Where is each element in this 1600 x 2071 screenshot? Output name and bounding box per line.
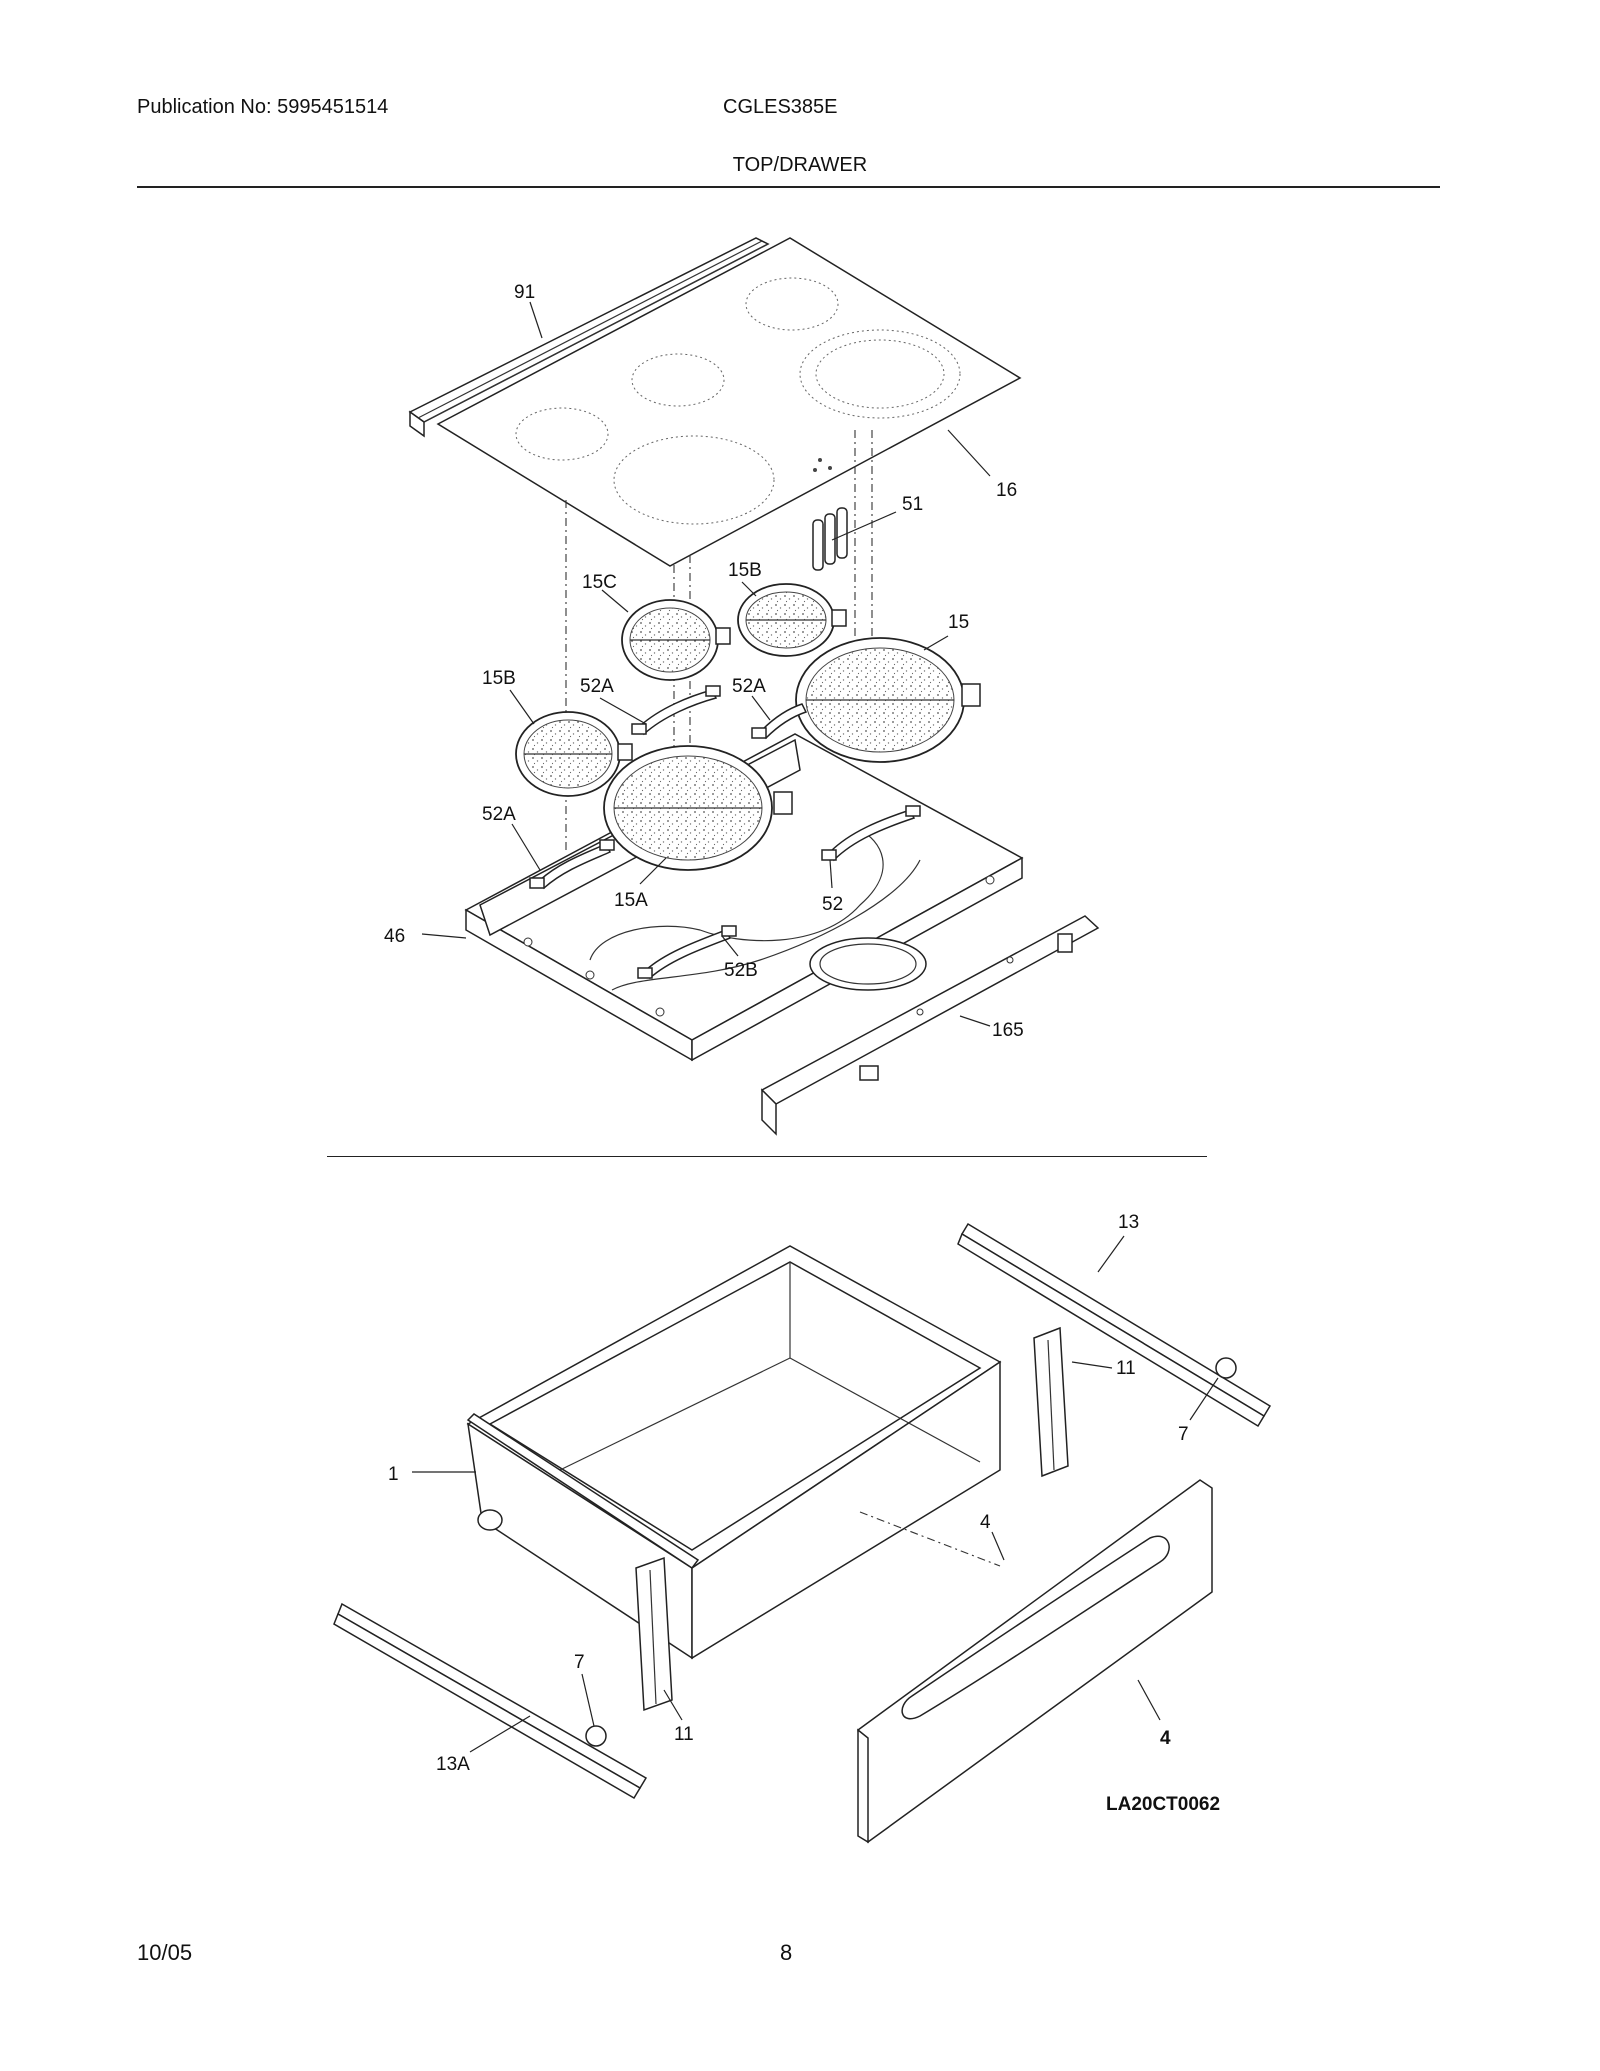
callout-1: 1: [388, 1464, 399, 1485]
callout-46: 46: [384, 926, 405, 947]
callout-7-right: 7: [1178, 1424, 1189, 1445]
rear-trim-strip: [408, 237, 770, 438]
model-number: CGLES385E: [723, 96, 838, 118]
bracket-52b: [637, 925, 737, 980]
callout-11-right: 11: [1116, 1358, 1136, 1379]
page-title: TOP/DRAWER: [732, 154, 868, 176]
drawer-slide-left: [635, 1556, 673, 1712]
bracket-52: [821, 805, 921, 862]
callout-15c: 15C: [582, 572, 617, 593]
burner-15-large: [795, 637, 981, 763]
drawer-body: [466, 1245, 1002, 1660]
bracket-52a-right: [751, 703, 808, 740]
callout-4-bold: 4: [1160, 1728, 1171, 1749]
front-bracket: [760, 915, 1100, 1136]
bracket-52a-left: [529, 839, 615, 890]
callout-52a-a: 52A: [580, 676, 614, 697]
burner-15b-rear: [737, 583, 847, 657]
drawer-slide-right: [1033, 1326, 1069, 1478]
header-divider: [137, 186, 1440, 188]
publication-number: Publication No: 5995451514: [137, 96, 389, 118]
rail-13a: [333, 1602, 648, 1800]
callout-91: 91: [514, 282, 535, 303]
callout-51: 51: [902, 494, 923, 515]
callout-52b: 52B: [724, 960, 758, 981]
callout-15b-top: 15B: [728, 560, 762, 581]
publication-date: 10/05: [137, 1940, 193, 1965]
callout-16: 16: [996, 480, 1017, 501]
terminal-connector: [812, 507, 848, 571]
callout-52a-b: 52A: [732, 676, 766, 697]
callout-165: 165: [992, 1020, 1024, 1041]
callout-11-left: 11: [674, 1724, 694, 1745]
callout-52: 52: [822, 894, 843, 915]
page-number: 8: [780, 1940, 793, 1965]
section-divider: [327, 1156, 1207, 1157]
callout-13a: 13A: [436, 1754, 470, 1775]
callout-13: 13: [1118, 1212, 1139, 1233]
burner-15c: [621, 599, 731, 681]
diagram-code: LA20CT0062: [1106, 1794, 1220, 1815]
callout-15a: 15A: [614, 890, 648, 911]
callout-7-left: 7: [574, 1652, 585, 1673]
callout-15b-left: 15B: [482, 668, 516, 689]
glass-cooktop: [436, 237, 1022, 567]
callout-52a-c: 52A: [482, 804, 516, 825]
rail-13: [957, 1222, 1272, 1428]
callout-4-small: 4: [980, 1512, 991, 1533]
burner-15b-left: [515, 711, 633, 797]
callout-15: 15: [948, 612, 969, 633]
drawer-front-panel: [857, 1479, 1213, 1844]
bracket-52a-center: [631, 685, 721, 736]
burner-15a-large: [603, 745, 793, 871]
